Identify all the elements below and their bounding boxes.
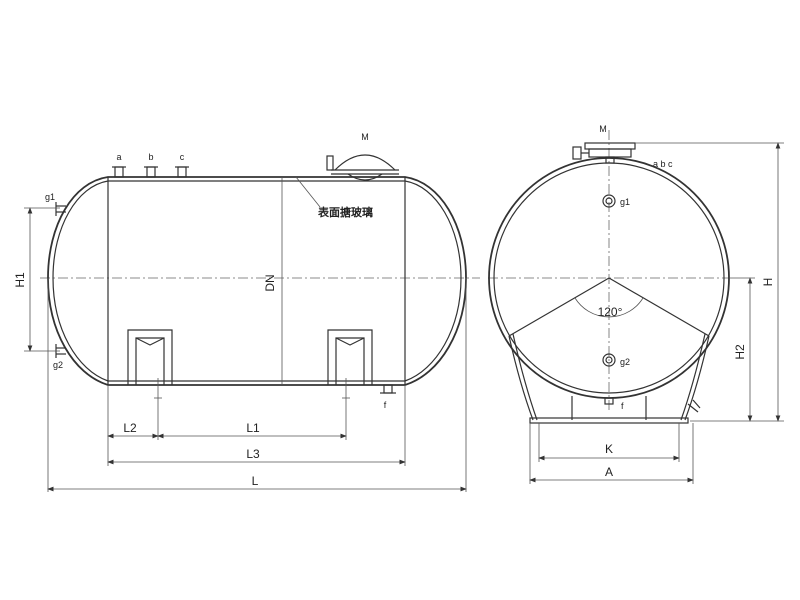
label-end-abc: a b c xyxy=(653,159,673,169)
vessel-inner-wall xyxy=(52,180,462,382)
label-angle: 120° xyxy=(598,305,623,319)
port-g2 xyxy=(602,353,616,367)
dim-a: A xyxy=(605,465,613,479)
saddle-angle-right xyxy=(608,277,710,337)
label-g2: g2 xyxy=(53,360,63,370)
surface-note: 表面搪玻璃 xyxy=(317,205,373,219)
dim-l2: L2 xyxy=(123,421,137,435)
nozzle-g1 xyxy=(55,202,66,216)
dim-l1: L1 xyxy=(246,421,260,435)
vessel-outline xyxy=(47,176,467,386)
nozzle-b xyxy=(144,166,158,178)
label-manhole: M xyxy=(361,132,369,142)
label-b: b xyxy=(148,152,153,162)
port-g1 xyxy=(602,194,616,208)
label-end-manhole: M xyxy=(599,124,607,134)
dim-k: K xyxy=(605,442,613,456)
saddle-angle-left xyxy=(508,277,610,337)
label-g1: g1 xyxy=(45,192,55,202)
label-dn: DN xyxy=(263,274,277,291)
end-drain xyxy=(604,397,614,405)
label-end-g1: g1 xyxy=(620,197,630,207)
dim-h2: H2 xyxy=(733,344,747,360)
angle-arc xyxy=(574,297,644,318)
manhole xyxy=(326,154,399,181)
saddle-left xyxy=(127,329,173,412)
end-manhole xyxy=(572,142,636,164)
dim-h: H xyxy=(761,278,775,287)
nozzle-c xyxy=(175,166,189,178)
label-c: c xyxy=(180,152,185,162)
saddle-right xyxy=(327,329,373,412)
drain-nozzle xyxy=(380,384,396,394)
label-end-f: f xyxy=(621,401,624,411)
note-leader xyxy=(295,176,321,208)
dim-h1: H1 xyxy=(13,272,27,288)
dim-l3: L3 xyxy=(246,447,260,461)
label-f: f xyxy=(384,400,387,410)
label-a: a xyxy=(116,152,121,162)
label-end-g2: g2 xyxy=(620,357,630,367)
dim-l: L xyxy=(252,474,259,488)
end-saddle xyxy=(508,333,710,424)
nozzle-a xyxy=(112,166,126,178)
end-view: 120° g1 g2 M a b c xyxy=(488,124,784,484)
side-view: a b c M g1 g2 f xyxy=(13,132,480,492)
